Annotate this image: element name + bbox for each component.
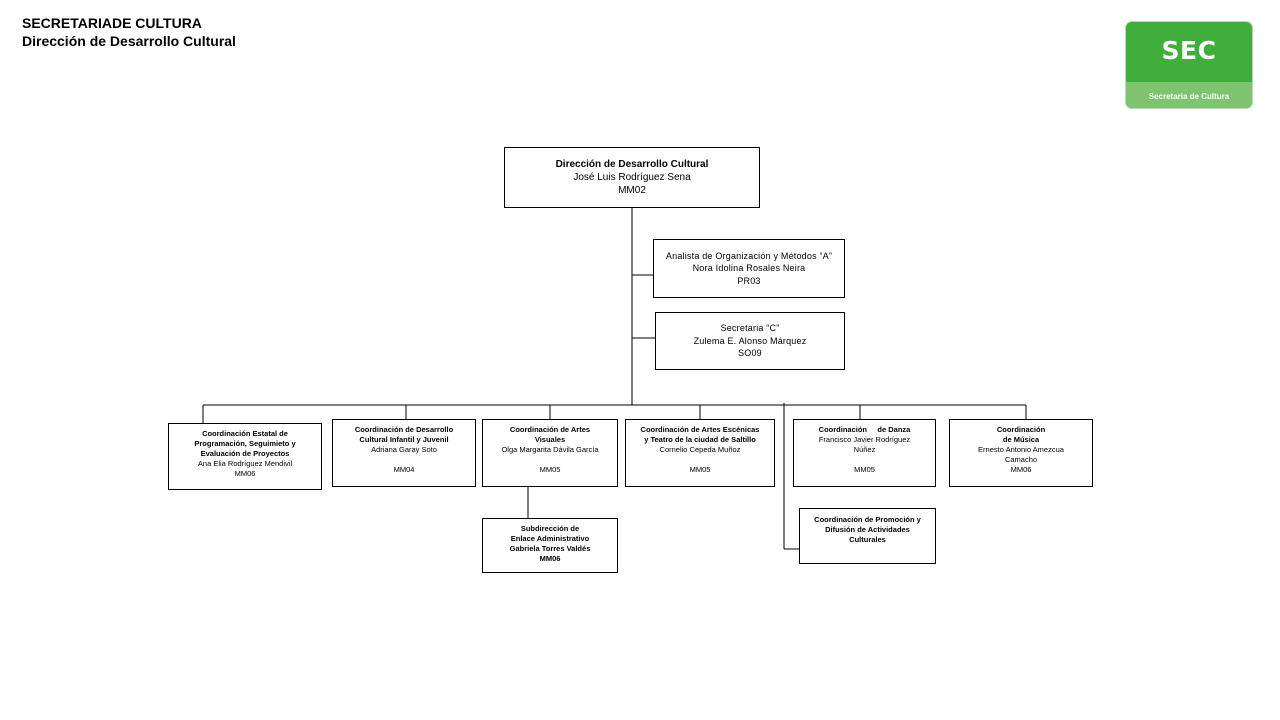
coord-1-title-3: Evaluación de Proyectos — [200, 449, 290, 458]
coord-5-code: MM05 — [854, 465, 875, 474]
promocion-line-3: Culturales — [849, 535, 886, 544]
coord-3-name: Olga Margarita Dávila García — [501, 445, 599, 454]
coord-4-name: Cornelio Cepeda Muñoz — [659, 445, 741, 454]
coord-5-title: Coordinación de Danza — [818, 425, 911, 434]
org-box-subdireccion: Subdirección de Enlace Administrativo Ga… — [482, 518, 618, 573]
coord-6-title-1: Coordinación — [996, 425, 1046, 434]
coord-2-name: Adriana Garay Soto — [371, 445, 437, 454]
org-box-coord-artes-visuales: Coordinación de Artes Visuales Olga Marg… — [482, 419, 618, 487]
secretaria-name: Zulema E. Alonso Márquez — [693, 335, 807, 346]
org-box-coord-artes-escenicas: Coordinación de Artes Escénicas y Teatro… — [625, 419, 775, 487]
secretaria-title: Secretaria “C” — [720, 323, 780, 334]
coord-2-code: MM04 — [393, 465, 415, 474]
coord-6-code: MM06 — [1010, 465, 1032, 474]
coord-1-code: MM06 — [234, 469, 256, 478]
coord-2-title-2: Cultural Infantil y Juvenil — [359, 435, 449, 444]
coord-3-code: MM05 — [539, 465, 561, 474]
direccion-name: José Luis Rodríguez Sena — [573, 172, 691, 183]
page-title: SECRETARIADE CULTURA Dirección de Desarr… — [22, 14, 236, 50]
promocion-line-1: Coordinación de Promoción y — [814, 515, 921, 524]
org-box-coord-danza: Coordinación de Danza Francisco Javier R… — [793, 419, 936, 487]
subdireccion-line-1: Subdirección de — [520, 524, 580, 533]
coord-1-name: Ana Elia Rodríguez Mendivil — [197, 459, 293, 468]
sec-logo: SEC Secretaria de Cultura — [1126, 22, 1252, 108]
coord-5-name-1: Francisco Javier Rodríguez — [818, 435, 911, 444]
org-box-coord-infantil: Coordinación de Desarrollo Cultural Infa… — [332, 419, 476, 487]
direccion-title: Dirección de Desarrollo Cultural — [555, 159, 709, 170]
logo-band — [1126, 82, 1252, 108]
org-box-coord-programacion: Coordinación Estatal de Programación, Se… — [168, 423, 322, 490]
org-box-secretaria: Secretaria “C” Zulema E. Alonso Márquez … — [655, 312, 845, 370]
analista-code: PR03 — [737, 275, 761, 286]
coord-6-name-2: Camacho — [1004, 455, 1038, 464]
coord-1-title-2: Programación, Seguimieto y — [194, 439, 296, 448]
coord-4-code: MM05 — [689, 465, 711, 474]
subdireccion-line-3: Gabriela Torres Valdés — [509, 544, 591, 553]
logo-caption: Secretaria de Cultura — [1148, 92, 1230, 101]
coord-3-title-1: Coordinación de Artes — [509, 425, 591, 434]
coord-5-name-2: Núñez — [853, 445, 876, 454]
ministry-title: SECRETARIADE CULTURA — [22, 15, 202, 31]
analista-name: Nora Idolina Rosales Neira — [692, 263, 806, 274]
coord-2-title-1: Coordinación de Desarrollo — [354, 425, 454, 434]
secretaria-code: SO09 — [738, 348, 762, 359]
coord-4-title-2: y Teatro de la ciudad de Saltillo — [644, 435, 756, 444]
coord-4-title-1: Coordinación de Artes Escénicas — [640, 425, 760, 434]
coord-3-title-2: Visuales — [534, 435, 566, 444]
org-box-direccion: Dirección de Desarrollo Cultural José Lu… — [504, 147, 760, 208]
coord-6-name-1: Ernesto Antonio Amezcua — [978, 445, 1064, 454]
department-title: Dirección de Desarrollo Cultural — [22, 33, 236, 49]
direccion-code: MM02 — [618, 185, 646, 196]
org-box-coord-promocion: Coordinación de Promoción y Difusión de … — [799, 508, 936, 564]
subdireccion-line-4: MM06 — [539, 554, 561, 563]
coord-1-title-1: Coordinación Estatal de — [202, 429, 288, 438]
promocion-line-2: Difusión de Actividades — [825, 525, 910, 534]
logo-mark: SEC — [1161, 36, 1217, 65]
analista-title: Analista de Organización y Métodos “A” — [665, 250, 833, 261]
subdireccion-line-2: Enlace Administrativo — [510, 534, 590, 543]
org-box-coord-musica: Coordinación de Música Ernesto Antonio A… — [949, 419, 1093, 487]
coord-6-title-2: de Música — [1002, 435, 1040, 444]
org-box-analista: Analista de Organización y Métodos “A” N… — [653, 239, 845, 298]
